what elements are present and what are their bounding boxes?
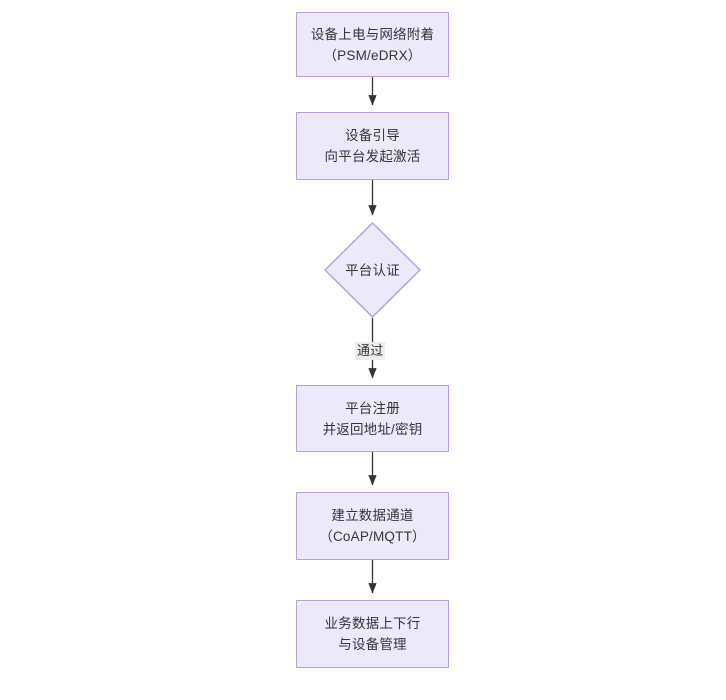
node-text-line: 平台注册 xyxy=(345,400,400,416)
node-device-bootstrap[interactable]: 设备引导 向平台发起激活 xyxy=(296,112,449,180)
node-text-line: 业务数据上下行 xyxy=(324,616,421,631)
edge-label-pass: 通过 xyxy=(355,342,386,360)
node-text-line: 平台认证 xyxy=(345,262,400,278)
node-text-line: 设备上电与网络附着 xyxy=(310,26,435,42)
node-text-line: 向平台发起激活 xyxy=(324,149,421,164)
node-text-line: 建立数据通道 xyxy=(331,508,414,523)
node-platform-authentication[interactable]: 平台认证 xyxy=(324,222,421,318)
node-text-line: 并返回地址/密钥 xyxy=(322,421,423,437)
node-platform-registration[interactable]: 平台注册 并返回地址/密钥 xyxy=(296,385,449,452)
node-text-line: 与设备管理 xyxy=(338,637,407,652)
node-business-data-and-device-management[interactable]: 业务数据上下行 与设备管理 xyxy=(296,600,449,668)
node-text-line: （PSM/eDRX） xyxy=(323,47,422,63)
node-establish-data-channel[interactable]: 建立数据通道 （CoAP/MQTT） xyxy=(296,492,449,560)
node-text-line: 设备引导 xyxy=(345,128,400,143)
diamond-shape xyxy=(324,222,421,318)
node-device-power-on[interactable]: 设备上电与网络附着 （PSM/eDRX） xyxy=(296,12,449,77)
node-text-line: （CoAP/MQTT） xyxy=(319,529,426,544)
